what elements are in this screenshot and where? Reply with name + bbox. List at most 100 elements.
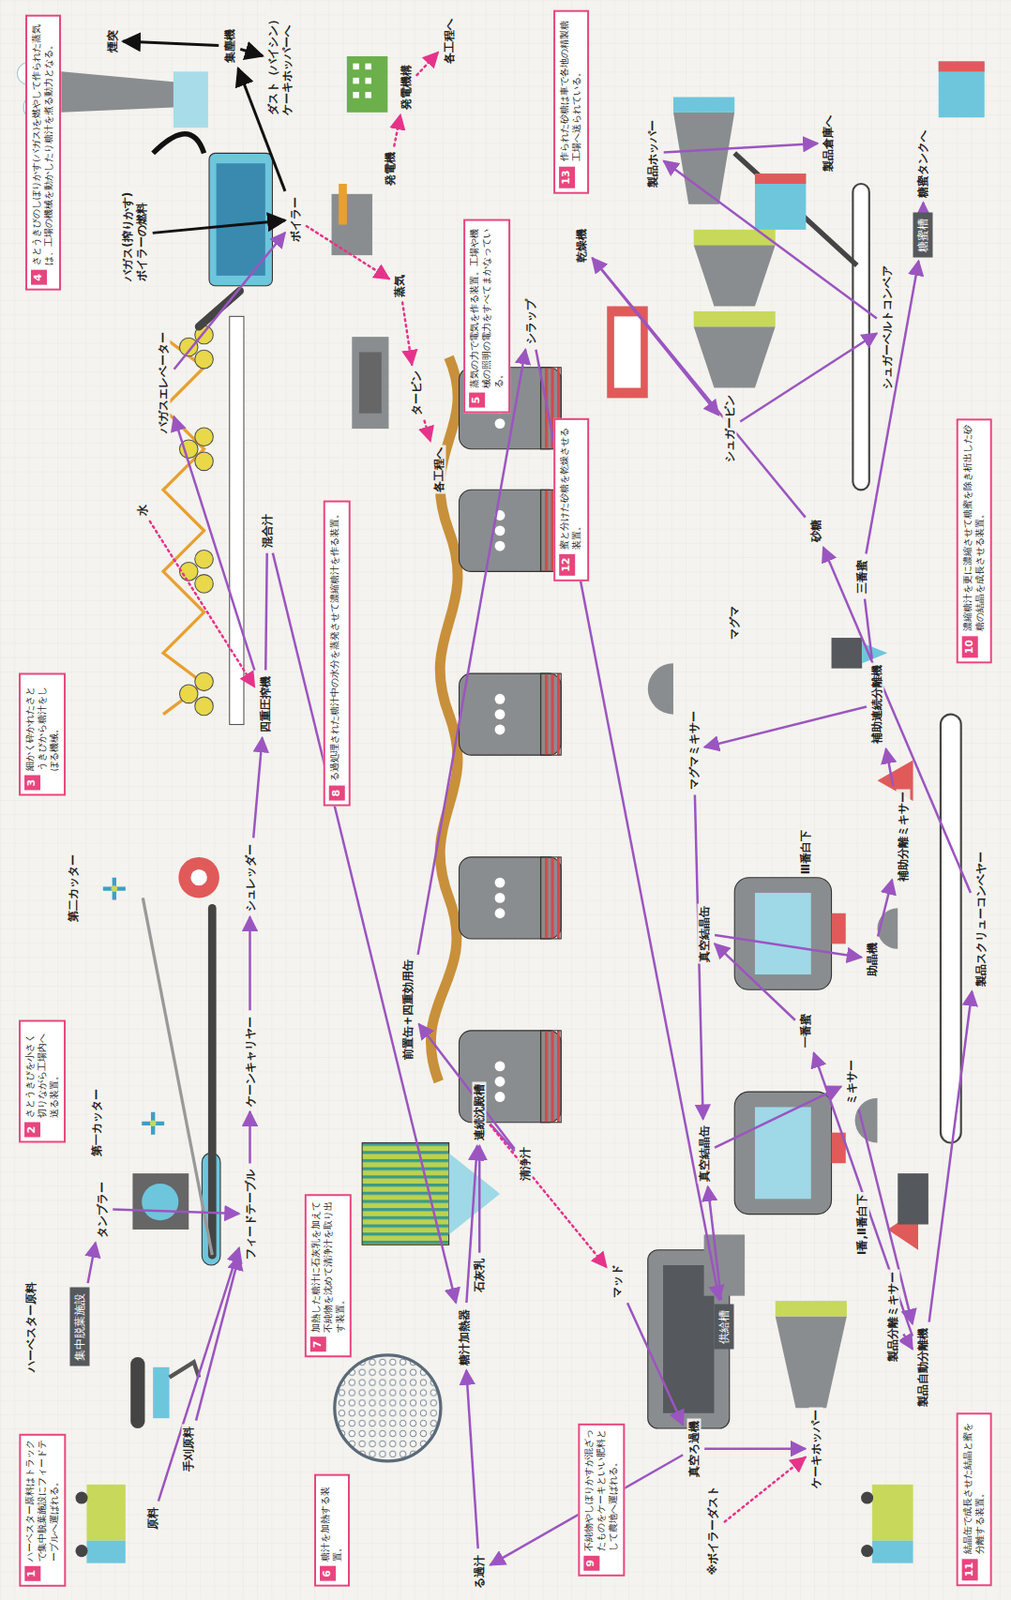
flow-connector [174,232,286,370]
flow-connector [877,879,892,937]
callout-box: 5蒸気の力で電気を作る装置。工場や機械の照明の電力をすべてまかなっている。 [464,219,512,414]
flow-connector [272,553,456,1303]
label-text: バガス(搾りかす) ボイラーの燃料 [120,192,149,282]
equipment-label: 発電機構 [398,61,413,111]
callout-box: 6糖汁を加熱する装置。 [314,1474,350,1587]
label-text: 第一カッター [90,1088,104,1157]
label-text: 三番蜜 [855,559,869,594]
label-text: 第二カッター [66,853,80,921]
label-text: 製品分離ミキサー [885,1270,899,1361]
callout-number: 6 [319,1566,336,1582]
equipment-label: 一番蜜 [799,1011,814,1050]
label-text: 各工程へ [441,18,455,64]
flow-connector [152,220,286,233]
equipment-label: 集塵機 [222,27,237,65]
label-text: 発電機 [382,150,396,185]
equipment-label: 三番蜜 [855,558,870,596]
flow-connector [714,1086,842,1148]
equipment-label: る過汁 [472,1552,487,1590]
callout-number: 12 [558,554,575,576]
label-text: 石灰乳 [472,1258,486,1293]
callout-box: 3細かく砕かれたさとうきびから糖汁をしぼる機械。 [18,673,66,797]
label-text: る過処理された糖汁中の水分を蒸発させて濃縮糖汁を作る装置。 [329,509,342,782]
flow-connector [418,349,527,955]
tank-box: 供給槽 [714,1303,735,1349]
label-text: さとうきびのしぼりかす(バガス)を燃やして作られた蒸気は、工場の機械を動かしたり… [30,20,56,266]
juice-heater [334,1355,441,1462]
label-text: 原料 [146,1507,160,1530]
label-text: ダスト（バイシン） ケーキホッパーへ [266,14,294,116]
label-text: マグマ [727,605,741,640]
equipment-label: マッド [610,1261,625,1299]
callout-box: 1ハーベスター原料はトラックで集中脱葉施設にフィードテーブルへ運ばれる。 [19,1433,67,1587]
label-text: フィードテーブル [242,1168,257,1259]
label-text: 蒸気 [392,274,407,298]
flow-connector [490,1125,607,1268]
turbine-generator [331,56,390,429]
equipment-label: 製品自動分離機 [916,1326,931,1409]
equipment-label: 製品倉庫へ [821,112,836,173]
equipment-label: 第一カッター [90,1086,105,1159]
label-text: 集中脱葉施設 [72,1292,86,1360]
loader-icon [130,1357,199,1429]
label-text: ハーベスター原料 [23,1281,37,1372]
label-text: 結晶缶で成長させた結晶と蜜を分離する装置。 [962,1418,987,1555]
flow-connector [714,935,861,958]
flow-connector [416,52,438,76]
callout-box: 2さとうきびを小さく切りながら工場内へ送る装置。 [18,1020,66,1144]
label-text: 助晶機 [865,942,879,977]
flow-connector [724,1457,806,1523]
equipment-label: 各工程へ [441,16,456,66]
flow-connector [592,257,720,415]
equipment-label: マグマミキサー [686,709,701,792]
flow-connector [704,1447,806,1450]
equipment-label: 補助分離ミキサー [895,789,910,884]
callout-number: 7 [310,1336,327,1352]
flow-connector [306,226,390,279]
label-text: 四重圧搾機 [257,676,272,733]
flow-connector [158,1248,240,1502]
equipment-label: 原料 [146,1505,161,1532]
callout-box: 8 る過処理された糖汁中の水分を蒸発させて濃縮糖汁を作る装置。 [323,499,351,806]
equipment-label: 発電機 [382,149,397,187]
label-text: タービン [408,370,423,416]
label-text: 補助分離ミキサー [895,791,909,882]
label-text: 製品倉庫へ [821,114,835,171]
equipment-label: シュガービン [722,392,737,465]
flow-connector [663,143,818,153]
callout-number: 3 [24,775,41,791]
flow-connector [903,1333,913,1349]
label-text: Ⅲ番白下 [799,829,813,875]
flow-connector [708,1186,722,1300]
callout-number: 2 [24,1122,41,1138]
equipment-label: ダスト（バイシン） ケーキホッパーへ [266,4,295,118]
label-text: 不純物やしぼりかすが混ざったものをケーキといい肥料として農地へ運ばれる。 [584,1429,620,1553]
equipment-label: 水 [135,502,151,518]
label-text: ケーキホッパー [809,1409,823,1489]
label-text: 一番蜜 [799,1013,813,1048]
label-text: ボイラー [288,196,302,242]
label-text: バガスエレベーター [156,331,170,434]
label-text: 真空ろ過機 [686,1420,700,1478]
label-text: る過汁 [472,1554,486,1588]
label-text: 発電機構 [398,63,412,109]
equipment-label: 煙突 [105,28,120,55]
flow-connector [248,916,252,1011]
equipment-label: シュレッダー [242,841,257,913]
equipment-label: 真空結晶缶 [696,1122,711,1183]
label-text: 集塵機 [222,29,236,63]
callout-box: 9不純物やしぼりかすが混ざったものをケーキといい肥料として農地へ運ばれる。 [578,1423,626,1577]
flow-connector [865,260,919,554]
callout-number: 8 [329,785,346,801]
flow-connector [112,1208,240,1214]
label-text: シュレッダー [242,843,257,911]
equipment-label: 糖蜜タンクへ [916,127,931,199]
label-text: Ⅰ番,Ⅱ番白下 [855,1193,869,1255]
flow-connector [88,1242,96,1283]
tank-box: 集中脱葉施設 [69,1286,90,1366]
callout-number: 11 [962,1558,979,1581]
flow-connector [823,547,971,893]
equipment-label: 第二カッター [66,851,81,923]
label-text: 清浄汁 [518,1146,532,1180]
equipment-label: 連続沈殿槽 [472,1082,487,1143]
